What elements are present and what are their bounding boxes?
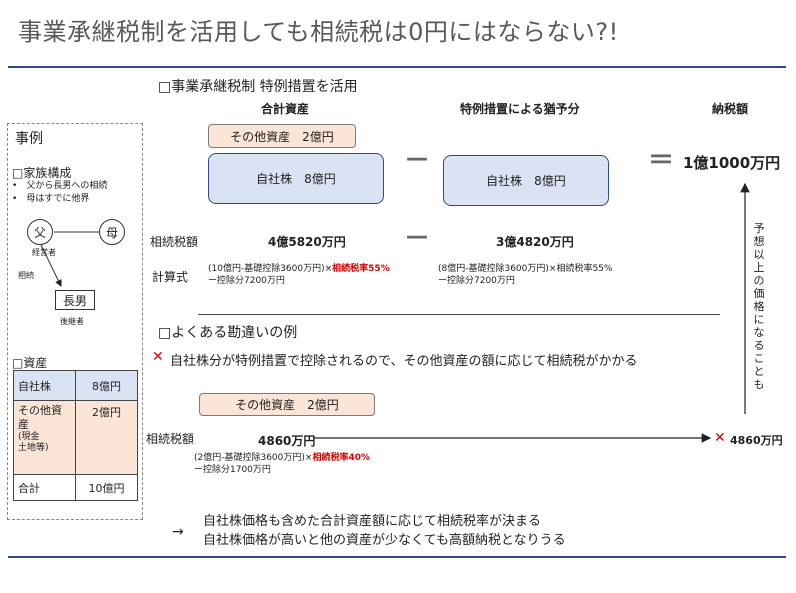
misconception-text: 自社株分が特例措置で控除されるので、その他資産の額に応じて相続税がかかる (170, 354, 638, 369)
conclusion-line2: 自社株価格が高いと他の資産が少なくても高額納税となりうる (203, 533, 566, 548)
row1-label: 自社株 (13, 370, 76, 401)
calc-label: 計算式 (152, 270, 189, 284)
vertical-note: 予想以上の価格になることも (753, 222, 765, 391)
bullet-item: • 母はすでに他界 (12, 194, 90, 204)
tax-value-2: 4860万円 (258, 434, 316, 448)
row3-label: 合計 (13, 474, 76, 501)
assets-heading: □資産 (12, 356, 48, 370)
formula2-line2: ー控除分7200万円 (438, 276, 515, 286)
section1-heading: □事業承継税制 特例措置を活用 (158, 79, 358, 95)
formula1-line2: ー控除分7200万円 (208, 276, 285, 286)
formula3-line2: ー控除分1700万円 (194, 465, 271, 475)
son-node: 長男 (55, 290, 95, 310)
assets-table: 自社株 8億円 その他資産 (現金 土地等) 2億円 合計 10億円 (13, 370, 138, 501)
row1-value: 8億円 (75, 370, 138, 401)
bullet-item: • 父から長男への相続 (12, 181, 108, 191)
row2-sub2: 土地等) (18, 443, 49, 453)
row2-label-cell: その他資産 (現金 土地等) (13, 400, 76, 475)
row2-sub1: (現金 (18, 432, 40, 442)
minus-sign-2: － (404, 224, 431, 254)
family-bullets: • 父から長男への相続 • 母はすでに他界 (12, 180, 107, 206)
formula3-rate: 相続税率40% (312, 453, 370, 463)
table-row: その他資産 (現金 土地等) 2億円 (13, 400, 138, 475)
row2-label: その他資産 (18, 404, 62, 431)
deferral-box: 自社株 8億円 (443, 155, 609, 206)
mother-node: 母 (99, 219, 125, 245)
formula2-line1: (8億円-基礎控除3600万円)×相続税率55% (438, 264, 613, 274)
father-node: 父 (27, 219, 53, 245)
panel-title: 事例 (15, 131, 43, 147)
col-total-assets: 合計資産 (261, 102, 310, 116)
family-tree-lines (40, 231, 99, 287)
col-deferral: 特例措置による猶予分 (460, 102, 580, 116)
cross-icon: ✕ (152, 349, 164, 365)
row3-value: 10億円 (75, 474, 138, 501)
table-row: 自社株 8億円 (13, 370, 138, 401)
successor-label: 後継者 (60, 317, 84, 326)
formula2: (8億円-基礎控除3600万円)×相続税率55% ー控除分7200万円 (438, 263, 612, 287)
section2-heading: □よくある勘違いの例 (158, 325, 298, 341)
conclusion-line1: 自社株価格も含めた合計資産額に応じて相続税率が決まる (203, 514, 542, 529)
tax-total: 4億5820万円 (268, 235, 346, 249)
equals-sign: ＝ (648, 146, 675, 176)
tax-label: 相続税額 (150, 235, 199, 249)
formula1: (10億円-基礎控除3600万円)×相続税率55% ー控除分7200万円 (208, 263, 390, 287)
page-title: 事業承継税制を活用しても相続税は0円にはならない?! (18, 18, 619, 46)
formula3-line1: (2億円-基礎控除3600万円)× (194, 453, 313, 463)
case-panel: 事例 □家族構成 • 父から長男への相続 • 母はすでに他界 父 母 経営者 相… (7, 123, 143, 520)
minus-sign: － (404, 146, 431, 176)
other-assets-box-2: その他資産 2億円 (199, 393, 375, 416)
inherit-label: 相続 (18, 271, 34, 280)
result-value: 4860万円 (730, 434, 783, 447)
col-tax: 納税額 (712, 102, 749, 116)
top-divider (8, 66, 786, 68)
row2-value: 2億円 (75, 400, 138, 475)
conclusion-arrow: → (172, 524, 184, 540)
tax-label-2: 相続税額 (146, 432, 195, 446)
result-tax: 1億1000万円 (683, 154, 781, 172)
table-row: 合計 10億円 (13, 474, 138, 501)
bottom-divider (8, 556, 786, 558)
family-heading: □家族構成 (12, 166, 72, 180)
formula3: (2億円-基礎控除3600万円)×相続税率40% ー控除分1700万円 (194, 452, 370, 476)
result-cross-icon: ✕ (714, 430, 726, 446)
section-separator (198, 314, 720, 315)
tax-deferral: 3億4820万円 (496, 235, 574, 249)
manager-label: 経営者 (32, 248, 56, 257)
formula1-rate: 相続税率55% (332, 264, 390, 274)
own-stock-box: 自社株 8億円 (208, 153, 384, 204)
formula1-line1: (10億円-基礎控除3600万円)× (208, 264, 333, 274)
other-assets-box: その他資産 2億円 (208, 124, 356, 148)
